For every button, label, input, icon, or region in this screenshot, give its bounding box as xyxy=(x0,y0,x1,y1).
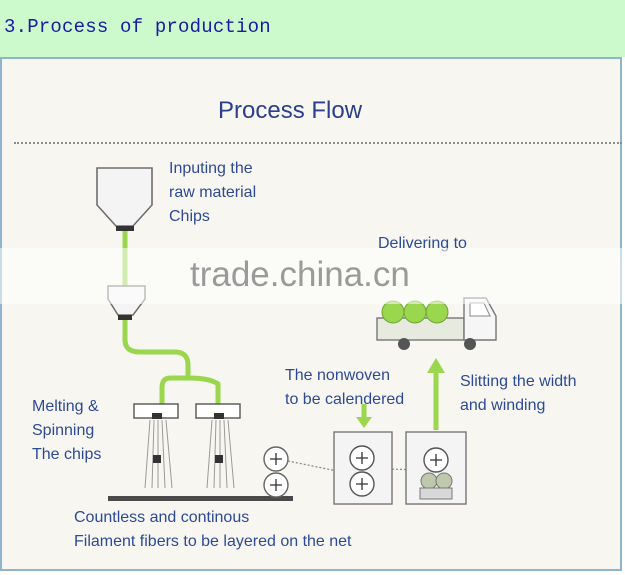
deliver-label: Delivering to xyxy=(378,235,467,252)
countless-label-line2: Filament fibers to be layered on the net xyxy=(74,533,352,550)
fabric-path xyxy=(287,460,426,473)
nonwoven-label: The nonwoven to be calendered xyxy=(285,364,404,412)
melting-label-line3: The chips xyxy=(32,446,102,463)
input-label: Inputing the raw material Chips xyxy=(169,157,256,229)
up-arrow-icon xyxy=(427,358,445,430)
title-divider xyxy=(14,142,622,144)
countless-label-line1: Countless and continous xyxy=(74,509,250,526)
countless-label: Countless and continous Filament fibers … xyxy=(74,506,352,554)
input-label-line3: Chips xyxy=(169,208,210,225)
input-label-line2: raw material xyxy=(169,184,257,201)
header-bar: 3.Process of production xyxy=(0,0,625,57)
section-title: 3.Process of production xyxy=(4,16,271,38)
slitting-label: Slitting the width and winding xyxy=(460,370,577,418)
slitting-label-line2: and winding xyxy=(460,397,546,414)
calender-icon xyxy=(333,431,393,505)
spinneret-right-icon xyxy=(195,403,241,489)
nonwoven-label-line1: The nonwoven xyxy=(285,367,390,384)
hopper-icon xyxy=(96,167,153,231)
down-arrow-icon xyxy=(356,404,372,428)
melting-label-line1: Melting & xyxy=(32,398,99,415)
nonwoven-label-line2: to be calendered xyxy=(285,391,405,408)
winder-icon xyxy=(405,431,467,505)
melting-label-line2: Spinning xyxy=(32,422,95,439)
spinneret-left-icon xyxy=(133,403,179,489)
input-label-line1: Inputing the xyxy=(169,160,253,177)
melting-label: Melting & Spinning The chips xyxy=(32,395,101,467)
delivery-truck-icon xyxy=(376,297,497,350)
watermark-band xyxy=(0,248,622,304)
conveyor-net xyxy=(108,496,293,501)
watermark: trade.china.cn xyxy=(190,255,410,294)
roller-pair-icon xyxy=(263,446,289,498)
slitting-label-line1: Slitting the width xyxy=(460,373,577,390)
melt-pipe xyxy=(122,320,221,404)
diagram-title: Process Flow xyxy=(218,97,363,124)
